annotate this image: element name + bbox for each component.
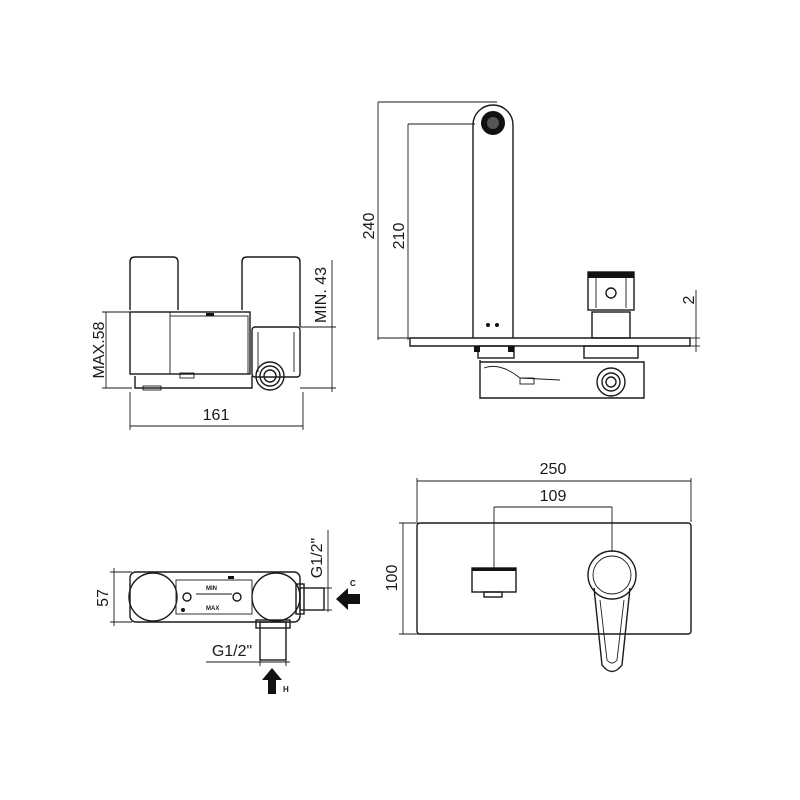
dim-front-min-depth: MIN. 43 xyxy=(313,267,330,323)
dim-front-width: 161 xyxy=(203,407,230,424)
label-hot: H xyxy=(283,685,289,694)
dim-top-inlet-cold: G1/2" xyxy=(309,538,326,578)
dim-plate-height: 100 xyxy=(384,565,401,592)
dim-plate-center-distance: 109 xyxy=(540,488,567,505)
dim-top-depth: 57 xyxy=(95,589,112,607)
plate-view: 250 109 100 xyxy=(384,461,692,673)
label-min: MIN xyxy=(206,586,217,592)
label-max: MAX xyxy=(206,606,219,612)
dim-side-height-spout: 210 xyxy=(391,223,408,250)
cold-arrow-icon xyxy=(336,588,360,610)
dim-plate-width: 250 xyxy=(540,461,567,478)
dim-top-inlet-hot: G1/2" xyxy=(212,643,252,660)
top-view: MIN MAX 57 G1/2" C G1/2" H xyxy=(95,530,360,694)
side-view: 240 210 2 xyxy=(361,101,700,399)
dim-side-plate-thickness: 2 xyxy=(681,295,698,304)
label-cold: C xyxy=(350,579,356,588)
dim-front-max-depth: MAX.58 xyxy=(91,321,108,378)
hot-arrow-icon xyxy=(262,668,282,694)
front-view: 161 MAX.58 MIN. 43 xyxy=(91,256,336,430)
dim-side-height-total: 240 xyxy=(361,213,378,240)
